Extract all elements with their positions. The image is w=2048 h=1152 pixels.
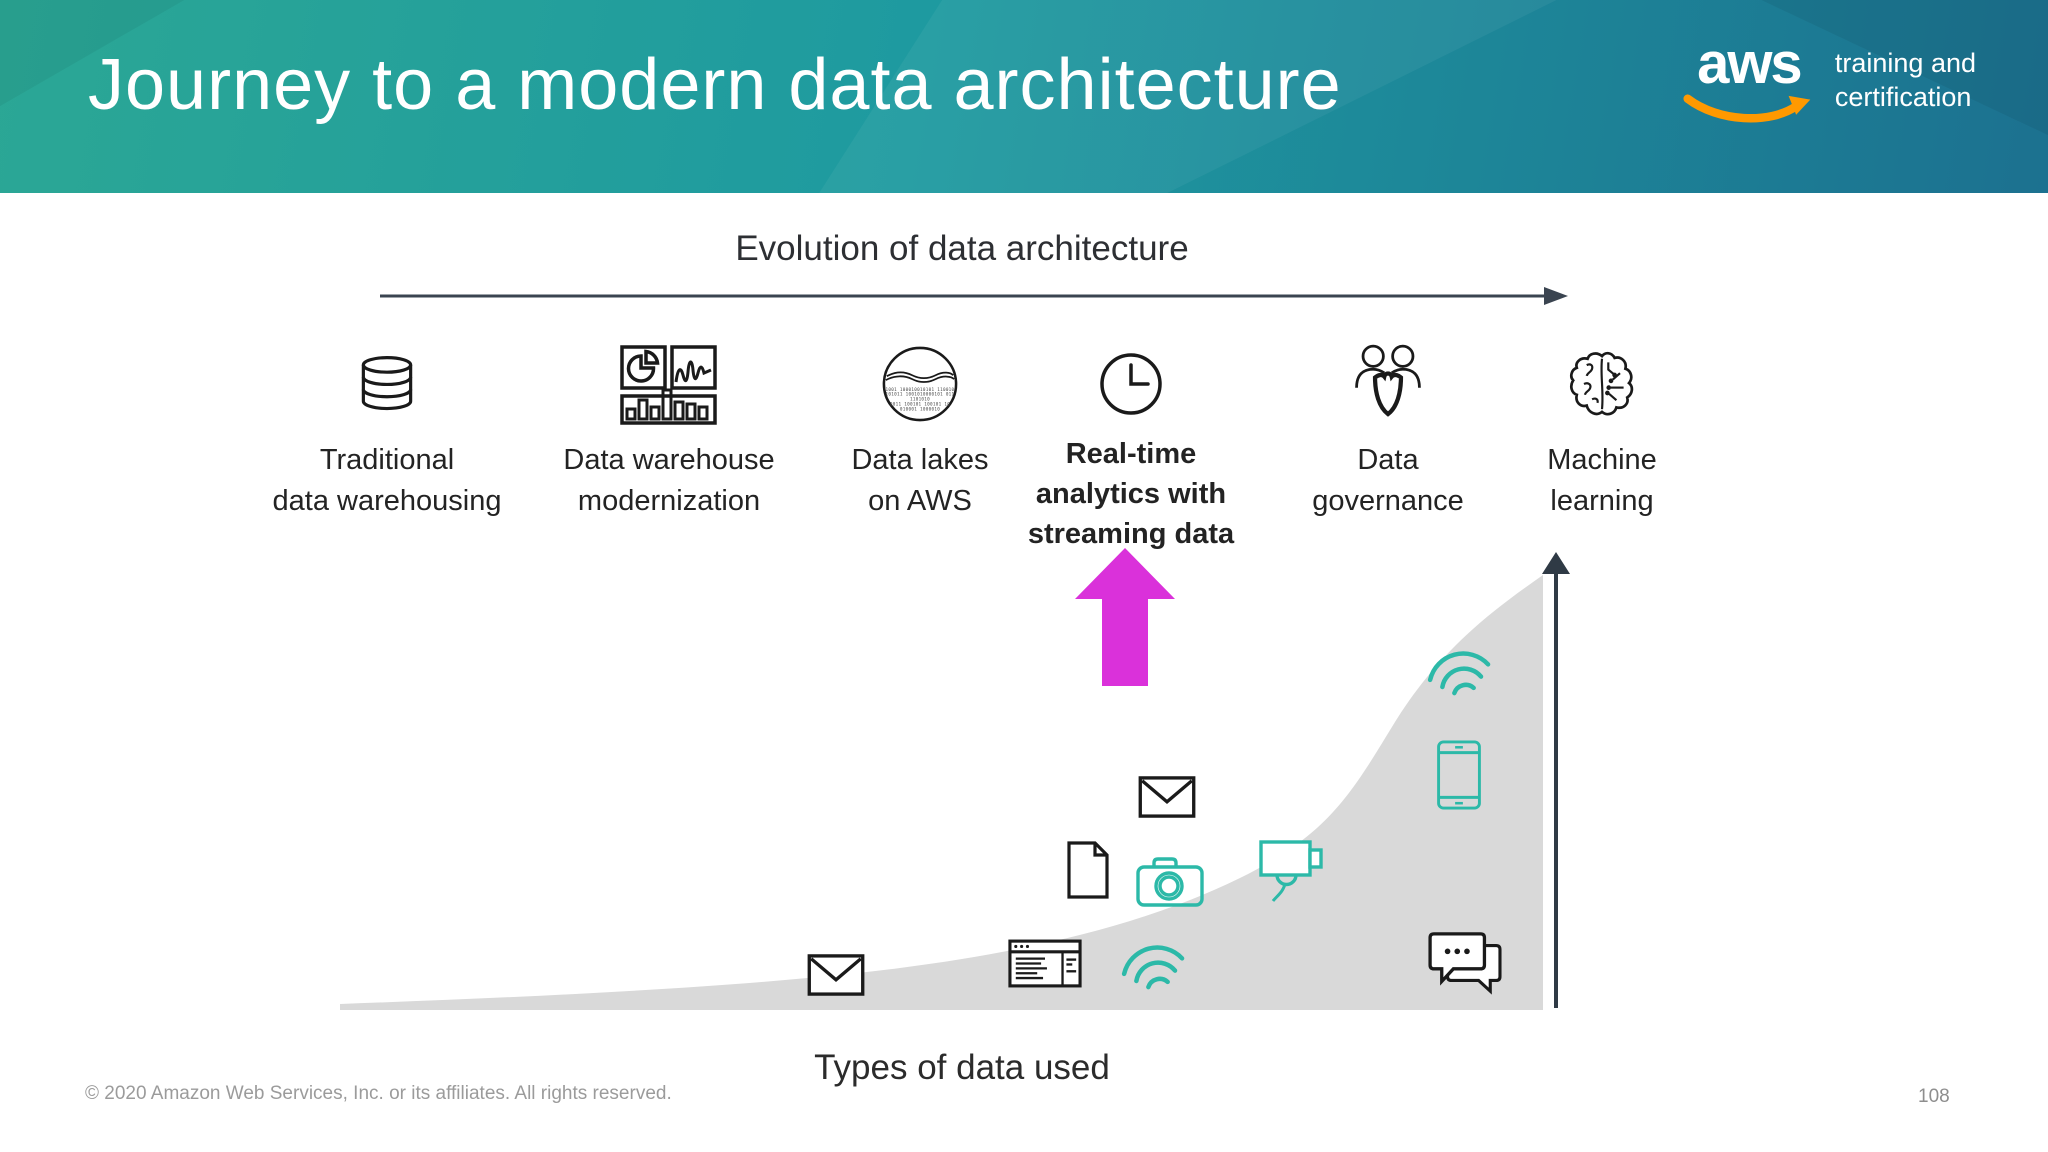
report-table-icon — [1008, 939, 1082, 988]
x-axis-label: Types of data used — [814, 1048, 1110, 1087]
page-title: Journey to a modern data architecture — [88, 45, 1342, 125]
people-shield-icon — [1355, 344, 1421, 417]
stage-data-lakes: 1001 100010010101 110010 101011 10010100… — [760, 338, 1080, 522]
stage-label: Machine learning — [1547, 444, 1657, 517]
wifi-icon — [1121, 945, 1185, 990]
brain-circuit-icon — [1569, 351, 1634, 416]
wifi-icon — [1427, 651, 1491, 696]
stage-machine-learning: Machine learning — [1442, 338, 1762, 522]
stage-label: Data lakes on AWS — [851, 444, 989, 517]
growth-area — [340, 575, 1543, 1010]
binary-text: 010001 1000010 — [900, 406, 940, 412]
stage-label: Data governance — [1312, 444, 1464, 517]
binary-text: 0011 100101 100101 10 — [890, 401, 950, 407]
data-lake-icon: 1001 100010010101 110010 101011 10010100… — [882, 346, 958, 422]
logo-tagline: training and certification — [1834, 48, 1976, 112]
binary-text: 101011 1001010000101 011 — [886, 392, 955, 398]
aws-wordmark: aws — [1683, 34, 1815, 128]
stage-warehouse-modernization: Data warehouse modernization — [509, 338, 829, 522]
envelope-icon — [1138, 776, 1196, 818]
envelope-icon — [807, 954, 865, 996]
aws-smile-icon — [1683, 94, 1811, 123]
copyright-text: © 2020 Amazon Web Services, Inc. or its … — [85, 1083, 672, 1104]
timeline-arrow — [380, 287, 1568, 305]
camera-icon — [1136, 857, 1204, 907]
page-number: 108 — [1918, 1086, 1950, 1107]
y-axis-arrow — [1542, 552, 1570, 1008]
clock-icon — [1100, 353, 1162, 415]
stage-realtime-analytics: Real-time analytics with streaming data — [971, 338, 1291, 554]
stage-data-governance: Data governance — [1228, 338, 1548, 522]
evolution-title: Evolution of data architecture — [735, 229, 1189, 268]
binary-text: 1101010 — [910, 397, 930, 403]
chat-bubbles-icon — [1428, 932, 1502, 995]
document-icon — [1067, 841, 1109, 899]
cctv-camera-icon — [1259, 840, 1323, 902]
stage-label: Real-time analytics with streaming data — [1027, 438, 1235, 550]
stage-label: Data warehouse modernization — [563, 444, 775, 517]
smartphone-icon — [1437, 740, 1481, 810]
aws-logo: aws training and certification — [1683, 34, 1976, 128]
stage-traditional-warehousing: Traditional data warehousing — [227, 338, 547, 522]
binary-text: 1001 100010010101 110010 — [886, 387, 955, 393]
database-icon — [361, 356, 413, 411]
stage-label: Traditional data warehousing — [272, 444, 502, 517]
dashboard-icon — [620, 345, 717, 425]
